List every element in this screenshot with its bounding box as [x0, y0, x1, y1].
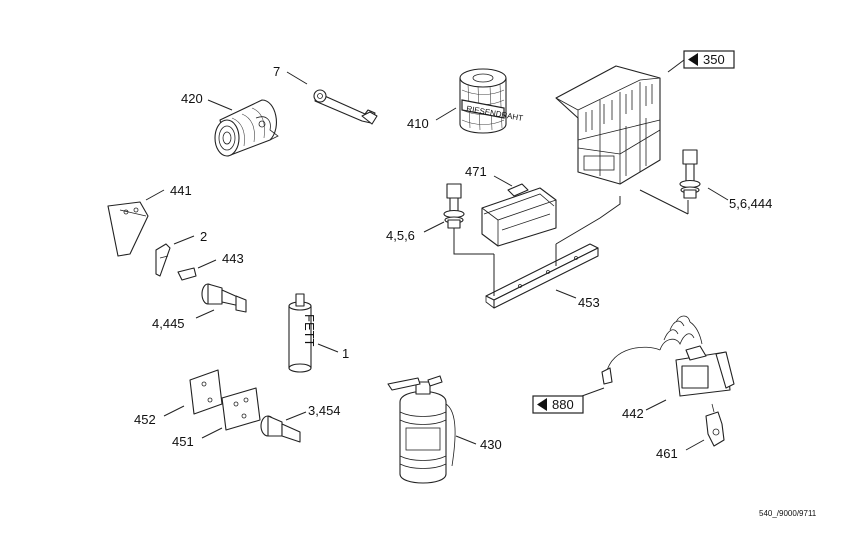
leader-line	[317, 343, 339, 353]
part-label-451: 451	[172, 434, 194, 449]
part-label-442: 442	[622, 406, 644, 421]
leader-line	[493, 175, 513, 187]
bracket-rail-part	[485, 243, 599, 309]
leader-line	[685, 439, 705, 451]
part-label-471: 471	[465, 164, 487, 179]
leader-line	[286, 71, 308, 85]
leader-line	[195, 309, 215, 319]
wedge-bracket-part	[107, 201, 149, 257]
mounting-plate-part	[189, 369, 223, 415]
part-label-4-445: 4,445	[152, 316, 185, 331]
spring-clip-part	[155, 243, 171, 277]
wire-coil-part: RIESENDRAHT	[459, 68, 524, 134]
leader-line	[645, 399, 667, 411]
svg-text:880: 880	[552, 397, 574, 412]
part-label-430: 430	[480, 437, 502, 452]
leader-line	[707, 187, 729, 201]
hose-roll-part	[214, 99, 279, 157]
leader-line	[455, 435, 477, 445]
leader-line	[581, 387, 605, 397]
fire-extinguisher-part	[387, 375, 456, 484]
part-label-452: 452	[134, 412, 156, 427]
toolbox-part	[481, 183, 557, 247]
bracket-plate-part	[221, 387, 261, 431]
part-label-1: 1	[342, 346, 349, 361]
leader-line	[197, 259, 217, 269]
leader-line	[667, 59, 685, 73]
lamp-mount-part	[705, 403, 725, 447]
leader-line	[163, 405, 185, 417]
drawing-number: 540_/9000/9711	[759, 509, 817, 518]
reference-350-badge: 350	[683, 50, 735, 69]
leader-line	[285, 411, 307, 421]
part-label-443: 443	[222, 251, 244, 266]
part-label-5-6-444: 5,6,444	[729, 196, 772, 211]
part-label-461: 461	[656, 446, 678, 461]
leader-line	[423, 221, 445, 233]
hex-bolt-part	[201, 283, 247, 313]
part-label-420: 420	[181, 91, 203, 106]
assembly-line	[453, 228, 494, 255]
grease-cartridge-part: FETT	[288, 293, 317, 373]
mounting-rack-part	[555, 65, 661, 185]
leader-line	[173, 235, 195, 245]
part-label-410: 410	[407, 116, 429, 131]
part-label-3-454: 3,454	[308, 403, 341, 418]
assembly-line	[639, 189, 689, 215]
work-lamp-part	[601, 315, 735, 397]
part-label-7: 7	[273, 64, 280, 79]
carriage-bolt-part	[260, 415, 301, 443]
leader-line	[145, 189, 165, 201]
wrench-part	[313, 89, 378, 125]
part-label-453: 453	[578, 295, 600, 310]
assembly-line	[555, 196, 621, 266]
bolt-washer-right-part	[679, 149, 701, 199]
part-label-441: 441	[170, 183, 192, 198]
leader-line	[435, 107, 457, 121]
part-label-4-5-6: 4,5,6	[386, 228, 415, 243]
leader-line	[207, 99, 233, 111]
leader-line	[201, 427, 223, 439]
part-label-2: 2	[200, 229, 207, 244]
cartridge-label-text: FETT	[302, 314, 317, 347]
small-clip-part	[177, 267, 197, 281]
bolt-washer-left-part	[443, 183, 465, 229]
leader-line	[555, 289, 577, 299]
svg-text:350: 350	[703, 52, 725, 67]
reference-880-badge: 880	[532, 395, 584, 414]
